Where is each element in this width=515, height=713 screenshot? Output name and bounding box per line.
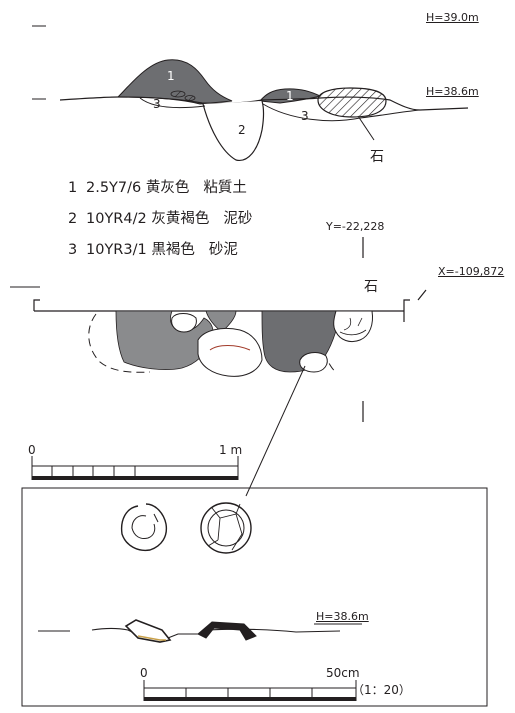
stone-label-plan: 石 [364, 279, 378, 295]
layer-label-3-left: 3 [153, 97, 161, 111]
pit-outline-dashed [88, 313, 151, 373]
legend-num: 2 [68, 211, 78, 227]
detail-ring-1-inner [131, 513, 159, 539]
section-stone-small [170, 90, 186, 98]
legend-color-code: 2.5Y7/6 [86, 180, 142, 196]
scale-main-end: 1 m [219, 443, 243, 457]
section-line [33, 289, 427, 322]
legend-color-code: 10YR3/1 [86, 242, 147, 258]
elevation-label-top: H=39.0m [426, 11, 479, 24]
layer-label-1-left: 1 [167, 69, 175, 83]
stone-leader-line [357, 115, 375, 141]
detail-ring-2-inner [207, 509, 245, 547]
detail-ring-1 [120, 503, 168, 552]
legend-row-3: 3 10YR3/1 黒褐色砂泥 [68, 243, 238, 258]
scale-detail-start: 0 [140, 666, 148, 680]
layer-label-1-right: 1 [286, 89, 294, 103]
layer-label-3-right: 3 [301, 109, 309, 123]
legend-num: 3 [68, 242, 78, 258]
scale-detail-ratio: （1：20） [352, 683, 411, 697]
x-coordinate-label: X=-109,872 [438, 265, 505, 278]
scale-main-start: 0 [28, 443, 36, 457]
legend-color-name: 灰黄褐色 [151, 211, 210, 227]
plan-pot-1 [171, 313, 197, 333]
plan-pot-2-inner [209, 345, 251, 351]
legend-soil: 泥砂 [223, 211, 253, 227]
scale-bar-detail [143, 680, 357, 701]
layer-label-2: 2 [238, 123, 246, 137]
legend-soil: 粘質土 [203, 180, 247, 196]
scale-bar-main [31, 456, 239, 480]
scale-detail-end: 50cm [326, 666, 360, 680]
legend-color-name: 黒褐色 [151, 242, 195, 258]
elevation-label-section: H=38.6m [426, 85, 479, 98]
layer-3-left [139, 97, 206, 109]
legend-row-1: 1 2.5Y7/6 黄灰色粘質土 [68, 181, 247, 196]
legend-color-code: 10YR4/2 [86, 211, 147, 227]
plan-pot-2 [197, 327, 263, 377]
detail-pot-1-fill [137, 635, 166, 641]
detail-pot-1 [124, 619, 172, 643]
section-profile [32, 59, 469, 161]
pit-layer-2 [202, 100, 265, 161]
elevation-label-detail: H=38.6m [316, 610, 369, 623]
section-stone-small-2 [184, 95, 196, 101]
detail-pot-2 [197, 621, 257, 641]
y-coordinate-label: Y=-22,228 [326, 220, 385, 233]
legend-soil: 砂泥 [208, 242, 238, 258]
detail-ring-2-cracks [207, 503, 243, 551]
ground-surface [59, 96, 469, 111]
plan-view [10, 237, 427, 497]
plan-stone [333, 310, 373, 343]
legend-row-2: 2 10YR4/2 灰黄褐色泥砂 [68, 212, 252, 227]
detail-box [21, 487, 488, 707]
plan-stone-lines [339, 317, 367, 336]
legend-num: 1 [68, 180, 78, 196]
detail-leader-line [245, 365, 306, 497]
stone-label-section: 石 [370, 149, 384, 165]
legend-color-name: 黄灰色 [145, 180, 190, 196]
layer-3-right [262, 103, 421, 122]
section-stone-large [317, 87, 387, 118]
detail-ring-2 [200, 502, 252, 554]
